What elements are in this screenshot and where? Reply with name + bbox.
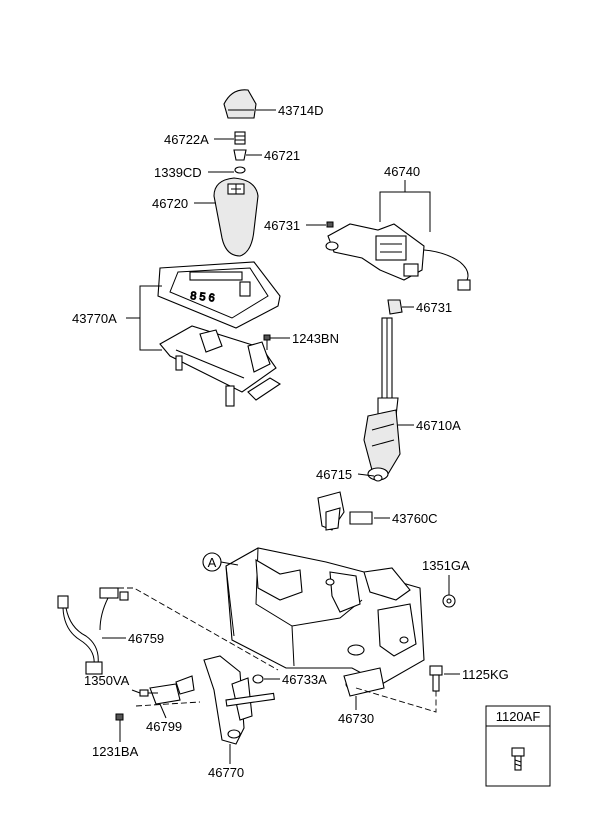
detent-spring-43760C bbox=[349, 511, 373, 525]
callout-labels: 43714D 46722A 46721 1339CD 46720 46740 4… bbox=[72, 103, 509, 780]
shift-lever-rod-46710A bbox=[363, 317, 401, 481]
clip-46733A bbox=[252, 674, 264, 684]
clip-46731-top bbox=[326, 221, 334, 228]
view-marker-a: A bbox=[202, 552, 239, 572]
label-46721: 46721 bbox=[264, 148, 300, 163]
leader-lines bbox=[102, 109, 460, 764]
label-1339CD: 1339CD bbox=[154, 165, 202, 180]
label-1350VA: 1350VA bbox=[84, 673, 130, 688]
shift-lever-bracket bbox=[159, 325, 282, 407]
solenoid-assembly-46740 bbox=[325, 223, 471, 291]
screw-1231BA bbox=[115, 713, 124, 721]
dashed-guides bbox=[118, 587, 437, 713]
label-46740: 46740 bbox=[384, 164, 420, 179]
label-46770: 46770 bbox=[208, 765, 244, 780]
washer-1351GA bbox=[442, 594, 456, 608]
shift-knob-46720 bbox=[213, 177, 259, 257]
label-43760C: 43760C bbox=[392, 511, 438, 526]
inset-title: 1120AF bbox=[496, 709, 541, 724]
wire-harness-46759 bbox=[57, 587, 129, 675]
label-46733A: 46733A bbox=[282, 672, 327, 687]
knob-washer-1339CD bbox=[234, 166, 246, 174]
knob-spring-46721 bbox=[233, 149, 247, 161]
label-46799: 46799 bbox=[146, 719, 182, 734]
shift-lever-housing-46730 bbox=[225, 547, 425, 697]
svg-text:8 5 6: 8 5 6 bbox=[190, 290, 216, 304]
label-46759: 46759 bbox=[128, 631, 164, 646]
label-1231BA: 1231BA bbox=[92, 744, 139, 759]
bracket-46799 bbox=[149, 675, 195, 705]
indicator-cover-43770A: 8 5 6 bbox=[157, 261, 281, 329]
label-46715: 46715 bbox=[316, 467, 352, 482]
view-marker-label: A bbox=[208, 555, 217, 570]
knob-button-46722A bbox=[234, 131, 246, 145]
bushing-46731-mid bbox=[387, 299, 403, 315]
bolt-1125KG bbox=[429, 665, 443, 692]
inset-box-1120AF: 1120AF bbox=[485, 705, 551, 787]
label-43714D: 43714D bbox=[278, 103, 324, 118]
label-1125KG: 1125KG bbox=[462, 667, 509, 682]
label-46731-mid: 46731 bbox=[416, 300, 452, 315]
lever-pin-46715 bbox=[373, 474, 383, 482]
knob-cap-43714D bbox=[223, 89, 257, 119]
bolt-icon bbox=[511, 747, 525, 771]
label-1351GA: 1351GA bbox=[422, 558, 470, 573]
label-46722A: 46722A bbox=[164, 132, 209, 147]
shift-arm-46770 bbox=[203, 655, 275, 745]
label-46731-top: 46731 bbox=[264, 218, 300, 233]
detent-plate bbox=[317, 491, 345, 531]
label-43770A: 43770A bbox=[72, 311, 117, 326]
label-46710A: 46710A bbox=[416, 418, 461, 433]
label-46730: 46730 bbox=[338, 711, 374, 726]
label-46720: 46720 bbox=[152, 196, 188, 211]
bolt-1243BN bbox=[263, 334, 271, 350]
label-1243BN: 1243BN bbox=[292, 331, 339, 346]
